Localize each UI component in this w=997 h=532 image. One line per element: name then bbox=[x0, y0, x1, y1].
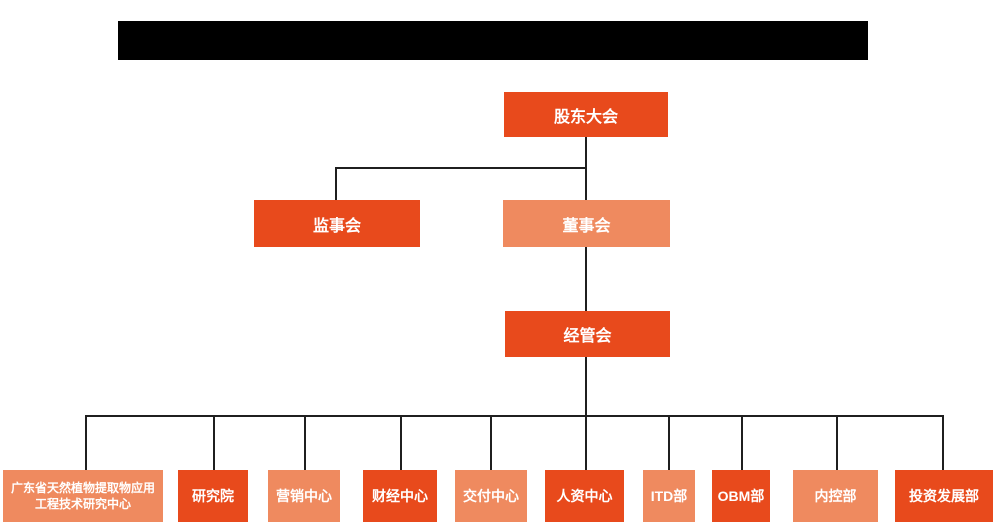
org-node-supervisory-board: 监事会 bbox=[254, 200, 420, 247]
org-node-label: 营销中心 bbox=[276, 488, 332, 504]
org-node-delivery-center: 交付中心 bbox=[455, 470, 527, 522]
org-node-label: 广东省天然植物提取物应用工程技术研究中心 bbox=[10, 480, 155, 511]
org-node-label: 内控部 bbox=[814, 488, 857, 504]
connector-line bbox=[335, 167, 587, 169]
org-node-itd-department: ITD部 bbox=[643, 470, 695, 522]
org-node-finance-center: 财经中心 bbox=[363, 470, 437, 522]
org-node-marketing-center: 营销中心 bbox=[268, 470, 340, 522]
org-node-label: 经管会 bbox=[563, 328, 612, 345]
org-node-research-institute: 研究院 bbox=[178, 470, 248, 522]
connector-line bbox=[85, 415, 87, 470]
org-node-label: 交付中心 bbox=[463, 488, 519, 504]
org-node-board-of-directors: 董事会 bbox=[503, 200, 670, 247]
org-node-internal-control-department: 内控部 bbox=[793, 470, 878, 522]
connector-line bbox=[836, 415, 838, 470]
org-node-label: 董事会 bbox=[562, 217, 611, 235]
org-node-label: 监事会 bbox=[312, 217, 361, 235]
connector-line bbox=[304, 415, 306, 470]
connector-line bbox=[585, 357, 587, 470]
org-node-shareholders-meeting: 股东大会 bbox=[504, 92, 668, 137]
title-bar-redacted bbox=[118, 21, 868, 60]
connector-line bbox=[85, 415, 944, 417]
org-node-label: 研究院 bbox=[192, 488, 234, 504]
org-node-label: OBM部 bbox=[717, 488, 765, 504]
connector-line bbox=[942, 415, 944, 470]
connector-line bbox=[668, 415, 670, 470]
connector-line bbox=[213, 415, 215, 470]
org-node-label: 财经中心 bbox=[372, 488, 428, 504]
org-node-guangdong-plant-extract-research-center: 广东省天然植物提取物应用工程技术研究中心 bbox=[3, 470, 163, 522]
connector-line bbox=[585, 247, 587, 311]
org-node-label: 股东大会 bbox=[553, 108, 618, 126]
org-node-obm-department: OBM部 bbox=[712, 470, 770, 522]
org-node-label: 投资发展部 bbox=[909, 488, 979, 504]
org-node-hr-center: 人资中心 bbox=[545, 470, 624, 522]
org-node-label: 人资中心 bbox=[556, 488, 613, 504]
connector-line bbox=[741, 415, 743, 470]
connector-line bbox=[335, 167, 337, 200]
connector-line bbox=[400, 415, 402, 470]
org-node-investment-development-department: 投资发展部 bbox=[895, 470, 993, 522]
org-node-management-committee: 经管会 bbox=[505, 311, 670, 357]
org-node-label: ITD部 bbox=[650, 488, 688, 504]
connector-line bbox=[490, 415, 492, 470]
